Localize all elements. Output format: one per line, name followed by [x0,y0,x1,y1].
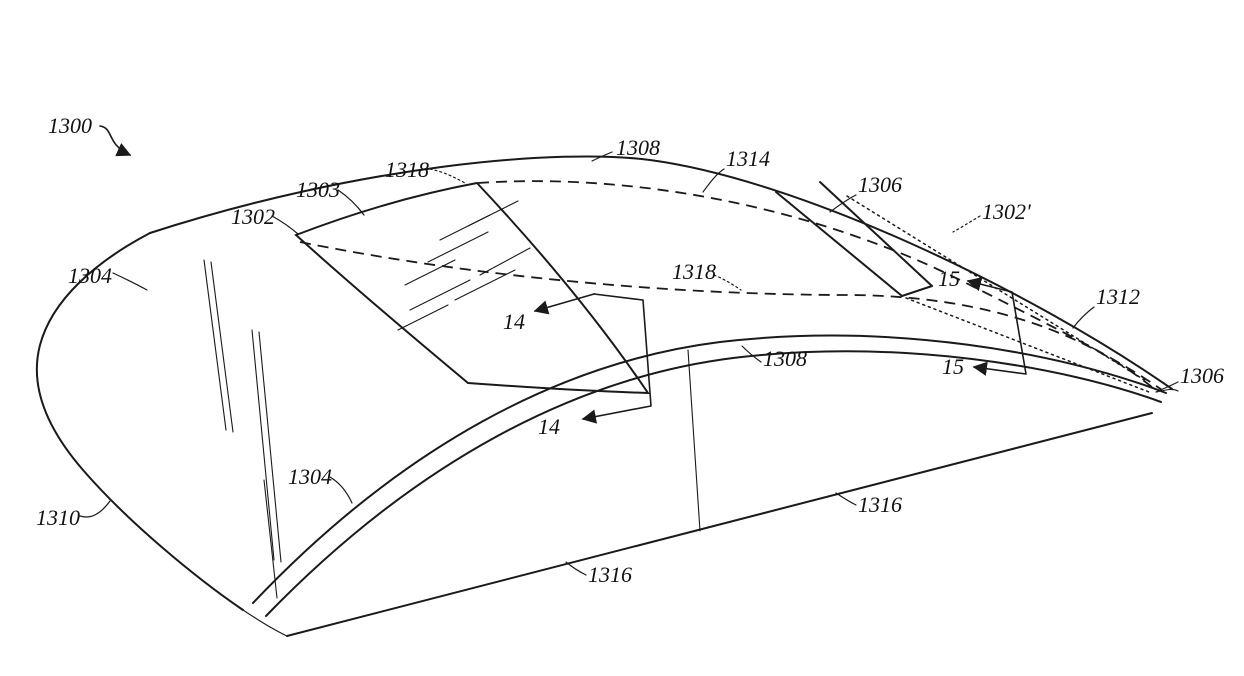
hatch-stroke [467,200,519,227]
ref-label-1312: 1312 [1096,284,1140,309]
leader-1312 [1072,306,1095,329]
leader-1306-right [1155,381,1179,393]
rear-panel-bottom-edge [901,285,933,297]
ref-label-1314: 1314 [726,146,770,171]
ref-label-1318-mid: 1318 [672,259,716,284]
glass-panel-outline [294,181,650,395]
hatch-stroke [404,259,456,286]
ref-label-1318-left: 1318 [385,157,429,182]
nose-bottom-connector [242,609,288,637]
ref-label-14-lower: 14 [538,414,560,439]
section-15-bracket [972,291,1027,376]
leader-1314 [702,168,725,193]
leader-1316-right [835,492,857,506]
ref-label-1300: 1300 [48,113,92,138]
hatch-line [258,331,282,563]
rear-panel-right-edge [819,181,933,287]
hatch-stroke [454,269,516,301]
leader-1303 [337,189,365,216]
leader-1308-top [591,151,613,162]
roof-top-edge [149,155,1173,390]
displaced-panel-dotted-lower [905,297,1150,393]
ref-label-1308-mid: 1308 [763,346,807,371]
ref-label-1316-bottom: 1316 [588,562,632,587]
ref-label-1303: 1303 [296,177,340,202]
hatch-stroke [409,279,471,311]
section-indicators [99,125,1027,424]
hatch-line [263,479,278,599]
windshield-front-outline [36,232,244,611]
ref-label-1306-right: 1306 [1180,363,1224,388]
leader-1304-lower [329,476,353,504]
section-15-arrow-upper [966,277,1013,293]
ref-label-1316-right: 1316 [858,492,902,517]
ref-label-14-upper: 14 [503,309,525,334]
windshield-hatch-lines [203,259,282,599]
leader-1304-front [112,272,148,291]
leader-1302 [271,215,299,235]
beltline-edge [286,412,1153,637]
section-14-arrow-upper [533,293,595,315]
pillar-line [687,349,701,532]
panel-hatch-strokes [397,200,531,331]
hatch-line [251,329,275,561]
hatch-line [210,261,234,433]
ref-label-1306-top: 1306 [858,172,902,197]
leader-1302p [952,215,981,233]
ref-label-1308-top: 1308 [616,135,660,160]
roof-seal-dashed-upper [477,180,1163,391]
side-rail-upper-edge [252,334,1167,604]
figure-labels: 1300 1304 1310 1302 1303 1318 1308 1314 … [36,113,1224,587]
leader-1306-top [829,194,857,213]
ref-label-15-lower: 15 [942,354,964,379]
leader-1310 [79,500,111,518]
figure-reference-arrow [99,125,132,157]
hatch-stroke [479,247,531,276]
leader-lines [79,151,1179,576]
roof-seal-dashed-lower [299,241,1159,393]
ref-label-1302-prime: 1302' [982,199,1031,224]
rear-panel-left-edge [775,191,903,297]
leader-1318-mid [713,274,742,291]
hatch-line [203,259,227,431]
leader-1318-left [429,168,466,184]
ref-label-1304-lower: 1304 [288,464,332,489]
leader-1316-bottom [565,561,587,576]
ref-label-15-upper: 15 [938,266,960,291]
ref-label-1304-front: 1304 [68,263,112,288]
leader-1308-mid [741,345,762,363]
figure-lines [36,155,1179,637]
ref-label-1310: 1310 [36,505,80,530]
ref-label-1302: 1302 [231,204,275,229]
hatch-stroke [427,231,489,263]
side-rail-lower-edge [265,350,1162,617]
section-14-bracket [581,293,652,424]
hatch-stroke [397,304,449,331]
